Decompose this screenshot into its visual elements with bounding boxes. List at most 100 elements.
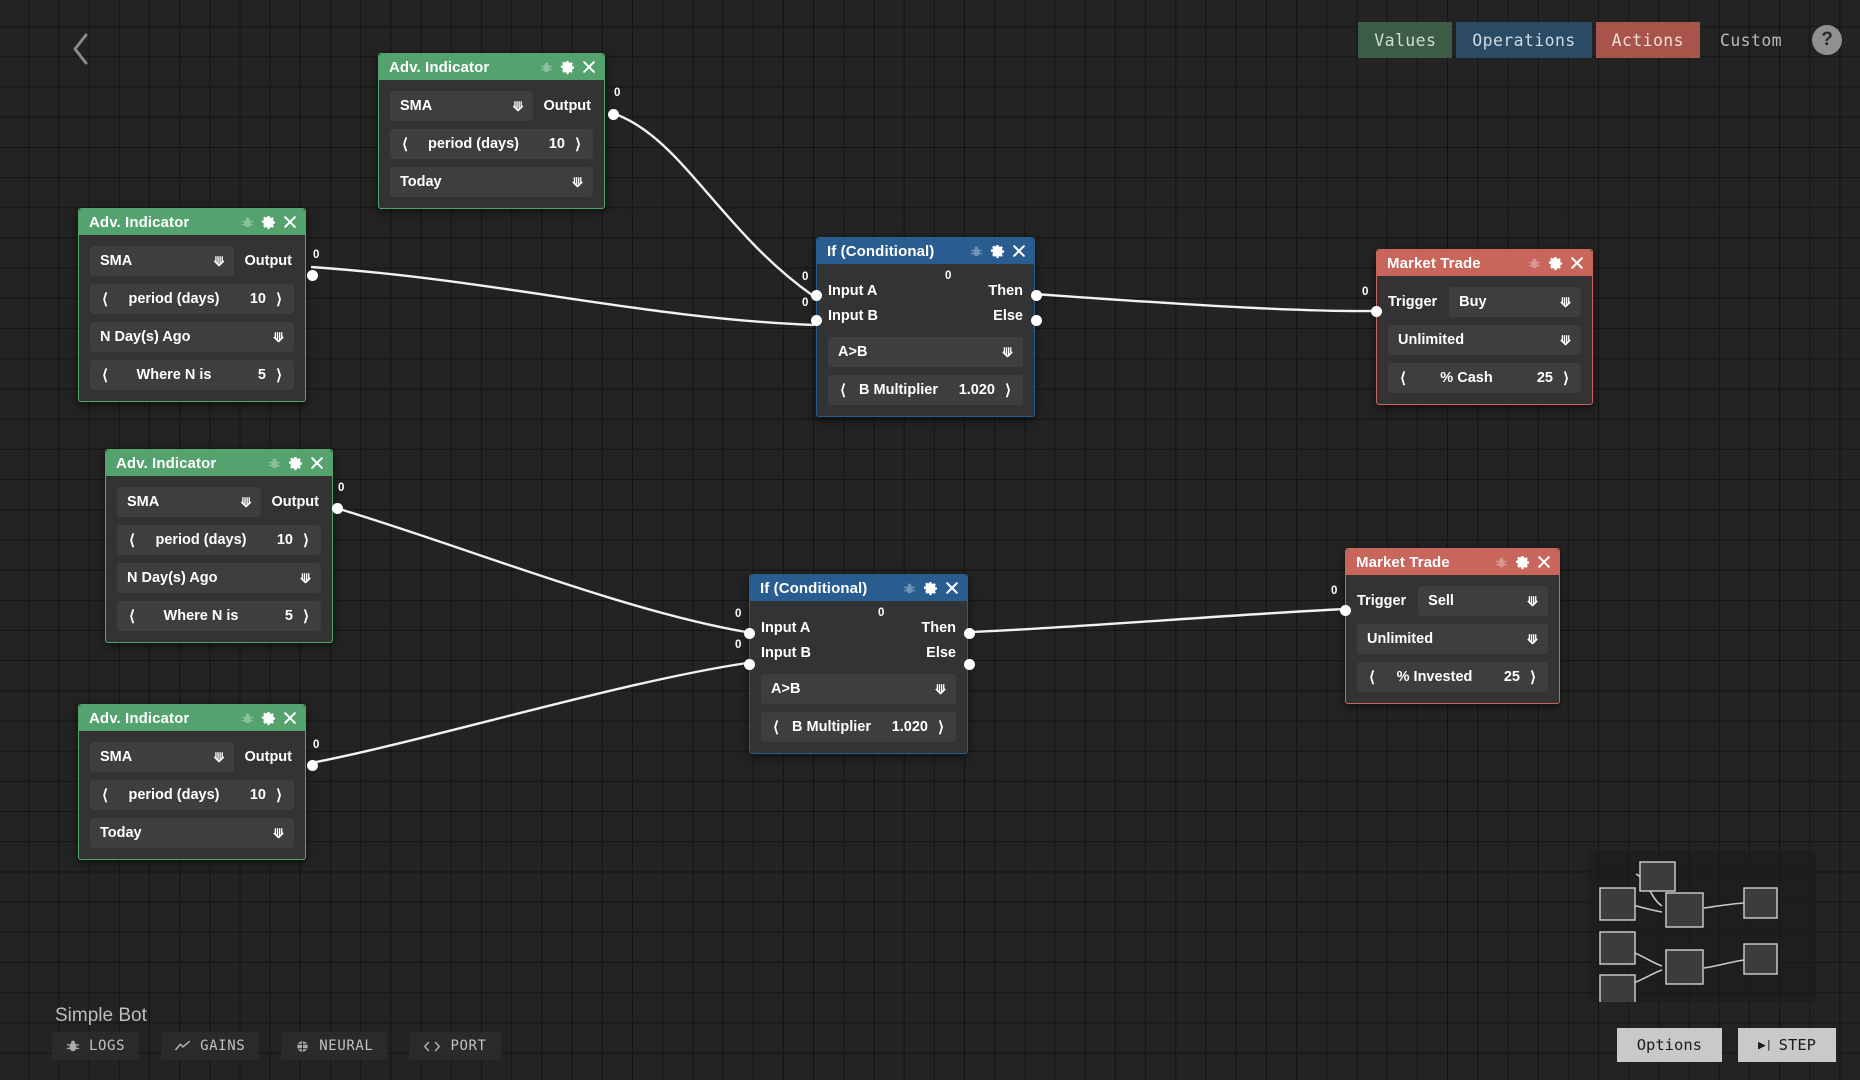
tab-gains[interactable]: GAINS [161, 1032, 260, 1060]
bug-icon[interactable] [903, 582, 916, 595]
b-multiplier-stepper[interactable]: ⟨ B Multiplier 1.020 ⟩ [761, 712, 956, 742]
stepper-increment[interactable]: ⟩ [303, 608, 309, 625]
limit-select[interactable]: Unlimited ⟱ [1357, 624, 1548, 654]
bug-icon[interactable] [241, 712, 254, 725]
bug-icon[interactable] [540, 61, 553, 74]
step-button[interactable]: ▶❘ STEP [1738, 1028, 1836, 1062]
stepper-decrement[interactable]: ⟨ [102, 787, 108, 804]
node-adv-indicator-left[interactable]: Adv. Indicator SMA ⟱ Output ⟨ period (da… [78, 208, 319, 402]
else-port[interactable] [964, 659, 975, 670]
help-icon[interactable]: ? [1812, 25, 1842, 55]
trigger-select[interactable]: Buy ⟱ [1449, 287, 1581, 317]
close-icon[interactable] [945, 581, 959, 595]
output-port[interactable] [608, 109, 619, 120]
node-adv-indicator-mid[interactable]: Adv. Indicator SMA ⟱ Output ⟨ period (da… [105, 449, 344, 643]
tab-neural[interactable]: NEURAL [281, 1032, 388, 1060]
n-value-stepper[interactable]: ⟨ Where N is 5 ⟩ [90, 360, 294, 390]
close-icon[interactable] [310, 456, 324, 470]
node-header[interactable]: Market Trade [1346, 549, 1559, 575]
trigger-input-port[interactable] [1371, 306, 1382, 317]
minimap[interactable] [1588, 850, 1816, 1002]
stepper-decrement[interactable]: ⟨ [402, 136, 408, 153]
condition-select[interactable]: A>B ⟱ [761, 674, 956, 704]
stepper-increment[interactable]: ⟩ [303, 532, 309, 549]
stepper-increment[interactable]: ⟩ [276, 367, 282, 384]
condition-select[interactable]: A>B ⟱ [828, 337, 1023, 367]
stepper-decrement[interactable]: ⟨ [129, 532, 135, 549]
node-header[interactable]: Adv. Indicator [379, 54, 604, 80]
gear-icon[interactable] [261, 215, 276, 230]
stepper-increment[interactable]: ⟩ [938, 719, 944, 736]
stepper-increment[interactable]: ⟩ [1005, 382, 1011, 399]
indicator-type-select[interactable]: SMA ⟱ [390, 91, 534, 121]
period-stepper[interactable]: ⟨ period (days) 10 ⟩ [117, 525, 321, 555]
node-header[interactable]: Adv. Indicator [79, 705, 305, 731]
then-port[interactable] [1031, 290, 1042, 301]
gear-icon[interactable] [923, 581, 938, 596]
stepper-decrement[interactable]: ⟨ [773, 719, 779, 736]
input-b-port[interactable] [811, 315, 822, 326]
gear-icon[interactable] [560, 60, 575, 75]
node-header[interactable]: Adv. Indicator [106, 450, 332, 476]
timeframe-select[interactable]: Today ⟱ [90, 818, 294, 848]
stepper-decrement[interactable]: ⟨ [129, 608, 135, 625]
options-button[interactable]: Options [1616, 1028, 1723, 1062]
stepper-decrement[interactable]: ⟨ [1369, 669, 1375, 686]
then-port[interactable] [964, 628, 975, 639]
back-button[interactable] [64, 28, 98, 70]
bug-icon[interactable] [268, 457, 281, 470]
n-value-stepper[interactable]: ⟨ Where N is 5 ⟩ [117, 601, 321, 631]
stepper-decrement[interactable]: ⟨ [102, 291, 108, 308]
else-port[interactable] [1031, 315, 1042, 326]
trigger-input-port[interactable] [1340, 605, 1351, 616]
stepper-decrement[interactable]: ⟨ [1400, 370, 1406, 387]
node-market-trade-buy[interactable]: Market Trade Trigger Buy ⟱ Unlimited ⟱ ⟨ [1362, 249, 1593, 405]
indicator-type-select[interactable]: SMA ⟱ [90, 742, 235, 772]
input-a-port[interactable] [811, 290, 822, 301]
node-header[interactable]: If (Conditional) [750, 575, 967, 601]
gear-icon[interactable] [261, 711, 276, 726]
stepper-increment[interactable]: ⟩ [1530, 669, 1536, 686]
stepper-increment[interactable]: ⟩ [1563, 370, 1569, 387]
close-icon[interactable] [582, 60, 596, 74]
tab-operations[interactable]: Operations [1456, 22, 1592, 58]
close-icon[interactable] [283, 215, 297, 229]
node-if-conditional-top[interactable]: If (Conditional) Input A Then Input B El… [802, 237, 1042, 417]
output-port[interactable] [307, 270, 318, 281]
period-stepper[interactable]: ⟨ period (days) 10 ⟩ [90, 780, 294, 810]
node-header[interactable]: Market Trade [1377, 250, 1592, 276]
tab-values[interactable]: Values [1358, 22, 1453, 58]
timeframe-select[interactable]: N Day(s) Ago ⟱ [117, 563, 321, 593]
gear-icon[interactable] [1548, 256, 1563, 271]
close-icon[interactable] [1537, 555, 1551, 569]
output-port[interactable] [332, 503, 343, 514]
stepper-increment[interactable]: ⟩ [575, 136, 581, 153]
timeframe-select[interactable]: N Day(s) Ago ⟱ [90, 322, 294, 352]
bug-icon[interactable] [1528, 257, 1541, 270]
tab-port[interactable]: PORT [409, 1032, 501, 1060]
stepper-increment[interactable]: ⟩ [276, 787, 282, 804]
node-header[interactable]: If (Conditional) [817, 238, 1034, 264]
trigger-select[interactable]: Sell ⟱ [1418, 586, 1548, 616]
indicator-type-select[interactable]: SMA ⟱ [90, 246, 235, 276]
tab-actions[interactable]: Actions [1595, 22, 1700, 58]
tab-custom[interactable]: Custom [1719, 30, 1782, 50]
bug-icon[interactable] [1495, 556, 1508, 569]
bug-icon[interactable] [970, 245, 983, 258]
close-icon[interactable] [1012, 244, 1026, 258]
stepper-increment[interactable]: ⟩ [276, 291, 282, 308]
close-icon[interactable] [1570, 256, 1584, 270]
b-multiplier-stepper[interactable]: ⟨ B Multiplier 1.020 ⟩ [828, 375, 1023, 405]
input-b-port[interactable] [744, 659, 755, 670]
node-header[interactable]: Adv. Indicator [79, 209, 305, 235]
stepper-decrement[interactable]: ⟨ [840, 382, 846, 399]
limit-select[interactable]: Unlimited ⟱ [1388, 325, 1581, 355]
tab-logs[interactable]: LOGS [52, 1032, 140, 1060]
timeframe-select[interactable]: Today ⟱ [390, 167, 593, 197]
bug-icon[interactable] [241, 216, 254, 229]
gear-icon[interactable] [288, 456, 303, 471]
output-port[interactable] [307, 760, 318, 771]
node-if-conditional-bottom[interactable]: If (Conditional) Input A Then Input B El… [735, 574, 975, 754]
stepper-decrement[interactable]: ⟨ [102, 367, 108, 384]
